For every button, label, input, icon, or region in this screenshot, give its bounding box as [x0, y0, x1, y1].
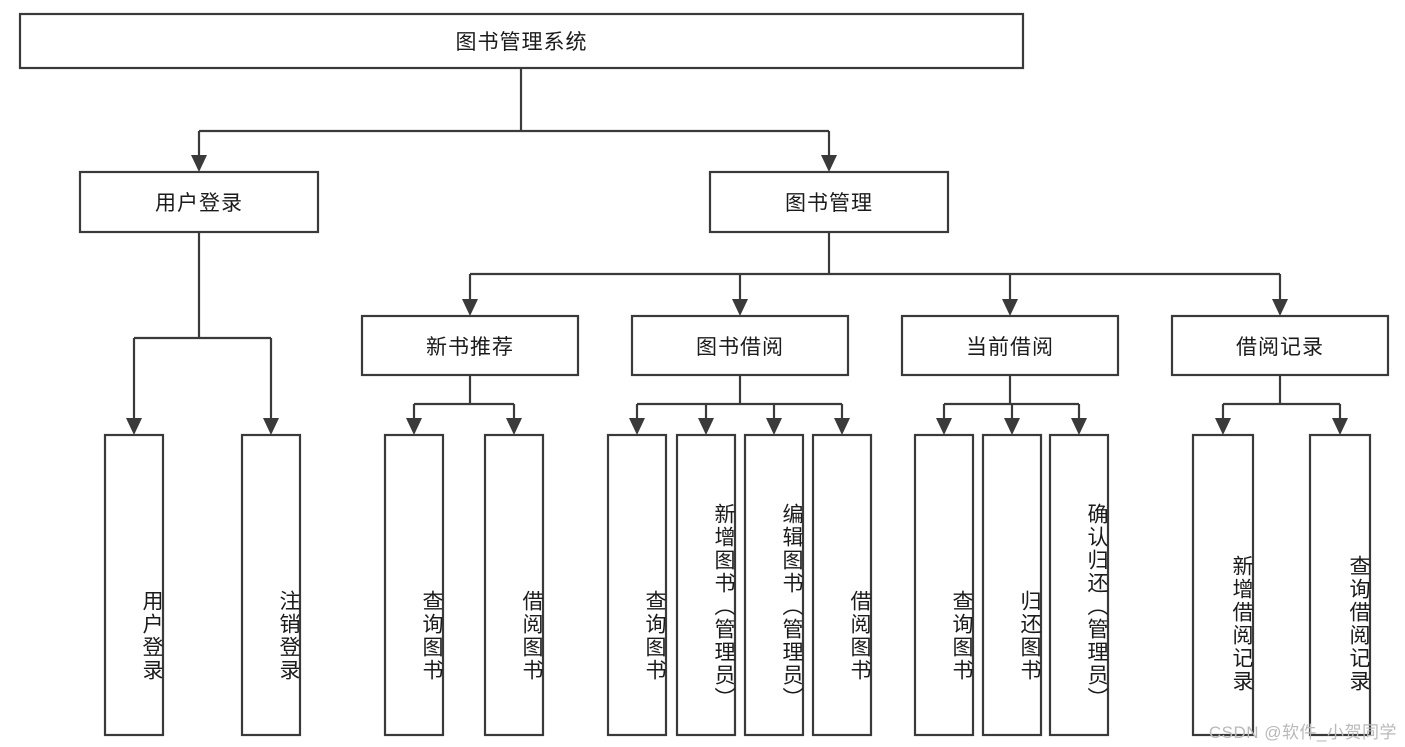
leaf-node-box	[811, 433, 873, 737]
arrow-head-icon	[263, 418, 279, 435]
node-layer	[18, 12, 1390, 737]
arrow-head-icon	[1004, 418, 1020, 435]
leaf-node-box	[1048, 433, 1110, 737]
level3-node-box	[1170, 314, 1390, 377]
arrow-head-icon	[1332, 418, 1348, 435]
arrow-head-icon	[1002, 299, 1018, 316]
arrow-head-icon	[406, 418, 422, 435]
level3-node-box	[900, 314, 1120, 377]
leaf-node-box	[913, 433, 975, 737]
arrow-head-icon	[834, 418, 850, 435]
leaf-node-box	[240, 433, 302, 737]
arrow-head-icon	[191, 155, 207, 172]
arrow-head-icon	[1071, 418, 1087, 435]
arrow-head-icon	[766, 418, 782, 435]
level2-node-box	[708, 170, 950, 234]
leaf-node-box	[1191, 433, 1255, 737]
level2-node-box	[78, 170, 320, 234]
leaf-node-box	[383, 433, 445, 737]
leaf-node-box	[483, 433, 545, 737]
leaf-node-box	[981, 433, 1043, 737]
arrow-head-icon	[629, 418, 645, 435]
arrow-head-icon	[1272, 299, 1288, 316]
arrow-head-icon	[732, 299, 748, 316]
leaf-node-box	[675, 433, 737, 737]
level3-node-box	[630, 314, 850, 377]
connector-layer	[126, 68, 1348, 435]
arrow-head-icon	[126, 418, 142, 435]
arrow-head-icon	[462, 299, 478, 316]
arrow-head-icon	[506, 418, 522, 435]
arrow-head-icon	[936, 418, 952, 435]
arrow-head-icon	[1215, 418, 1231, 435]
leaf-node-box	[743, 433, 805, 737]
level3-node-box	[360, 314, 580, 377]
leaf-node-box	[103, 433, 165, 737]
root-node-box	[18, 12, 1025, 70]
arrow-head-icon	[698, 418, 714, 435]
leaf-node-box	[606, 433, 668, 737]
arrow-head-icon	[821, 155, 837, 172]
leaf-node-box	[1308, 433, 1372, 737]
